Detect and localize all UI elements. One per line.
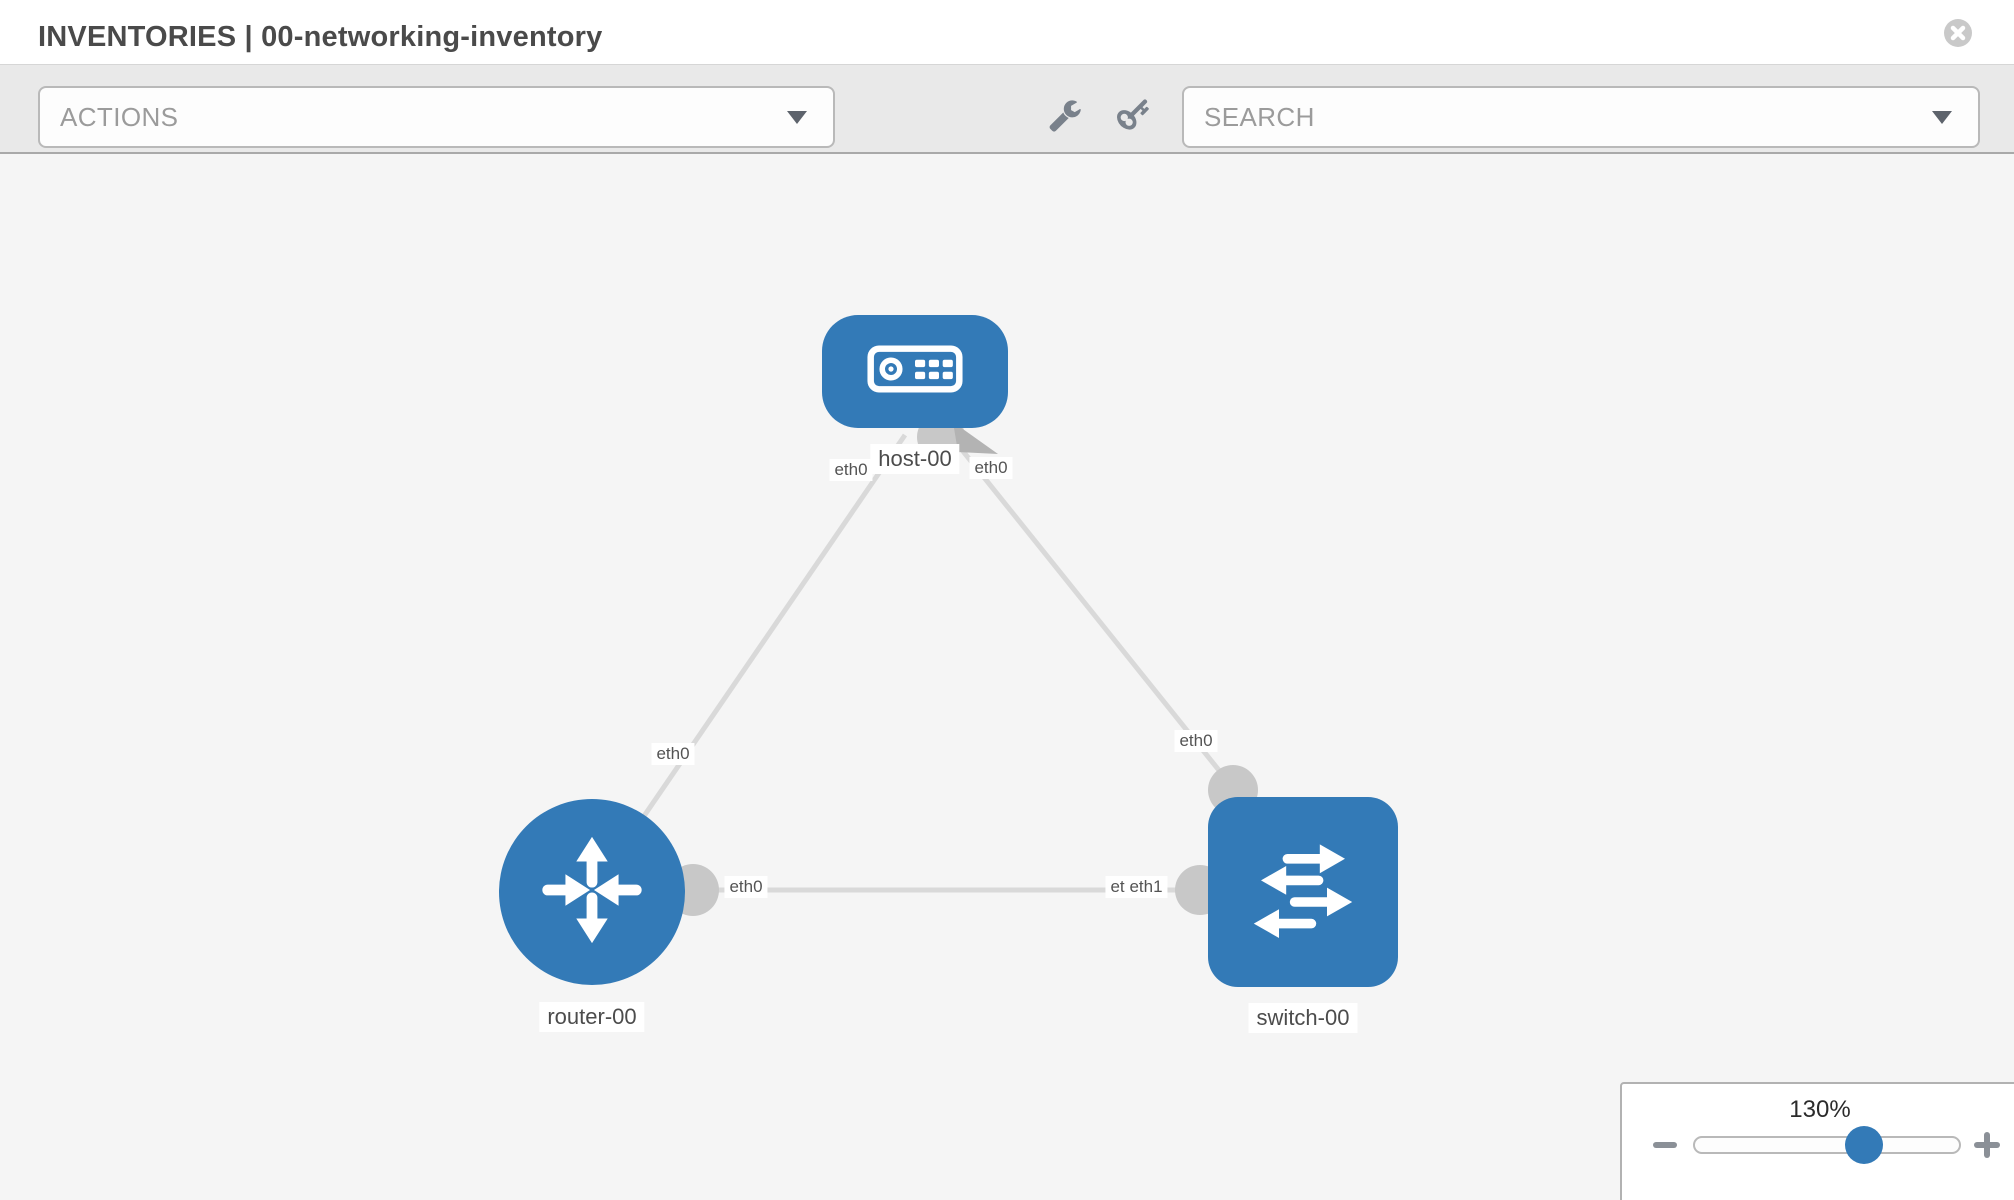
search-dropdown[interactable]: SEARCH xyxy=(1182,86,1980,148)
zoom-in-icon[interactable] xyxy=(1974,1132,2000,1158)
link-host-switch[interactable] xyxy=(948,433,1252,811)
node-router-00[interactable] xyxy=(499,799,685,985)
interface-label-host-eth0-right: eth0 xyxy=(969,457,1013,479)
node-label-router: router-00 xyxy=(539,1002,645,1032)
node-switch-00[interactable] xyxy=(1208,797,1398,987)
header: INVENTORIES | 00-networking-inventory xyxy=(0,0,2014,64)
zoom-slider[interactable] xyxy=(1693,1126,1961,1164)
search-dropdown-label: SEARCH xyxy=(1204,101,1315,132)
link-arrowhead xyxy=(953,422,998,454)
interface-label-router-eth0-right: eth0 xyxy=(724,876,768,898)
interface-label-switch-eth1: eth1 xyxy=(1124,876,1168,898)
topology-canvas[interactable]: host-00 router-00 switch-00 eth0 eth0 et… xyxy=(0,154,2014,1200)
key-icon xyxy=(1117,99,1151,136)
close-button[interactable] xyxy=(1944,19,1972,47)
key-tool-button[interactable] xyxy=(1117,98,1151,132)
page-title: INVENTORIES | 00-networking-inventory xyxy=(38,20,603,53)
links-layer xyxy=(589,413,1258,916)
wrench-tool-button[interactable] xyxy=(1048,98,1082,132)
interface-label-host-eth0-left: eth0 xyxy=(829,459,873,481)
node-host-00[interactable] xyxy=(822,315,1008,428)
wrench-icon xyxy=(1048,100,1082,136)
router-arrows-icon xyxy=(533,831,651,954)
close-icon xyxy=(1944,19,1972,50)
chevron-down-icon xyxy=(1932,111,1952,124)
node-label-switch: switch-00 xyxy=(1248,1003,1358,1033)
interface-label-router-eth0-top: eth0 xyxy=(651,743,695,765)
server-icon xyxy=(867,345,963,398)
zoom-panel: 130% xyxy=(1620,1082,2014,1200)
interface-label-switch-eth0-top: eth0 xyxy=(1174,730,1218,752)
toolbar: ACTIONS SEARCH xyxy=(0,64,2014,154)
zoom-slider-thumb[interactable] xyxy=(1845,1126,1884,1164)
zoom-out-icon[interactable] xyxy=(1653,1142,1677,1148)
actions-dropdown[interactable]: ACTIONS xyxy=(38,86,835,148)
chevron-down-icon xyxy=(787,111,807,124)
node-label-host: host-00 xyxy=(870,444,960,474)
actions-dropdown-label: ACTIONS xyxy=(60,101,179,132)
switch-arrows-icon xyxy=(1243,830,1363,955)
zoom-level-value: 130% xyxy=(1789,1096,1851,1123)
